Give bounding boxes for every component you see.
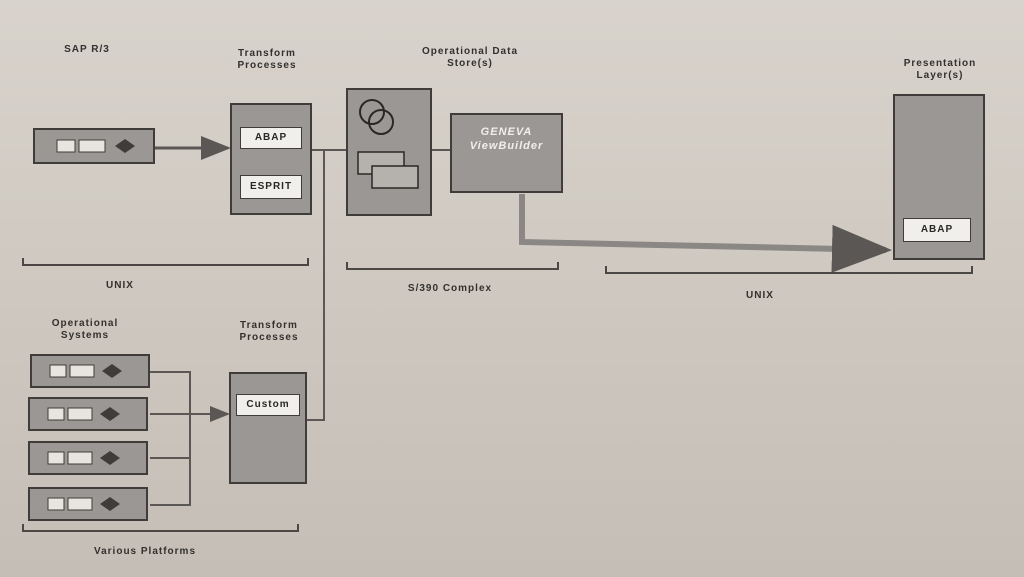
- ods-label: Operational Data Store(s): [421, 46, 519, 69]
- esprit-box: ESPRIT: [240, 175, 302, 199]
- custom-box: Custom: [236, 394, 300, 416]
- system-icon: [47, 497, 120, 511]
- transform-top-box: ABAP ESPRIT: [230, 103, 312, 215]
- various-platforms-bracket: [22, 524, 299, 532]
- unix-right-label: UNIX: [746, 290, 774, 301]
- presentation-layer-box: ABAP: [893, 94, 985, 260]
- unix-right-bracket: [605, 266, 973, 274]
- geneva-to-presentation-arrow: [519, 194, 892, 273]
- operational-systems-label: Operational Systems: [51, 318, 119, 341]
- custom-to-ods-line: [305, 150, 325, 421]
- sap-label: SAP R/3: [64, 44, 110, 55]
- abap-presentation-box: ABAP: [903, 218, 971, 242]
- s390-bracket: [346, 262, 559, 270]
- geneva-viewbuilder-box: GENEVA ViewBuilder: [450, 113, 563, 193]
- unix-left-label: UNIX: [106, 280, 134, 291]
- unix-left-bracket: [22, 258, 309, 266]
- presentation-label: Presentation Layer(s): [903, 58, 977, 81]
- s390-label: S/390 Complex: [407, 283, 493, 294]
- sap-system-box: [33, 128, 155, 164]
- system-icon: [47, 451, 120, 465]
- abap-top-box: ABAP: [240, 127, 302, 149]
- operational-system-4: [28, 487, 148, 521]
- operational-system-1: [30, 354, 150, 388]
- geneva-label: GENEVA ViewBuilder: [469, 126, 544, 152]
- transform-bottom-box: Custom: [229, 372, 307, 484]
- system-icon: [49, 364, 122, 378]
- transform-top-label: Transform Processes: [237, 48, 297, 71]
- system-icon: [47, 407, 120, 421]
- operational-system-3: [28, 441, 148, 475]
- transform-bottom-label: Transform Processes: [239, 320, 299, 343]
- ods-box: [346, 88, 432, 216]
- system-icon: [56, 139, 135, 153]
- data-store-icon: [357, 99, 419, 189]
- operational-system-2: [28, 397, 148, 431]
- sys1-connector: [150, 371, 191, 506]
- various-platforms-label: Various Platforms: [93, 546, 197, 557]
